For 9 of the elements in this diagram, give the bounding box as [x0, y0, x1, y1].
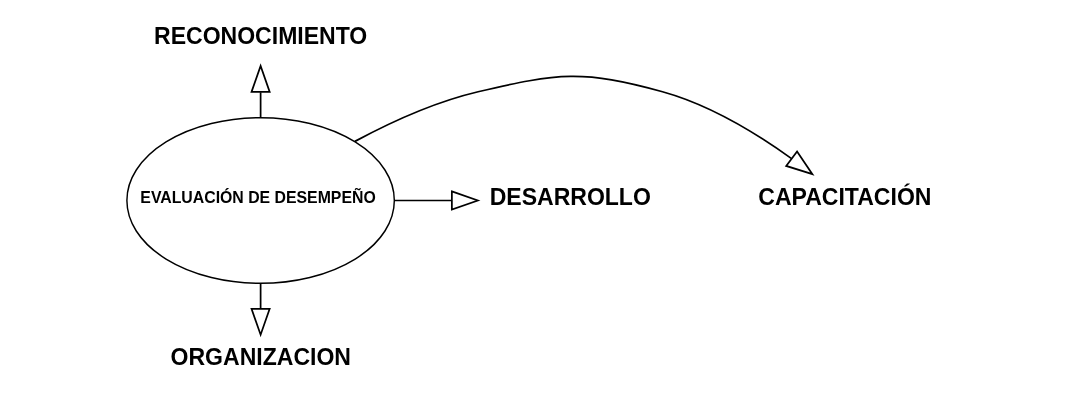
arrow	[249, 282, 271, 338]
arrow	[353, 75, 814, 176]
node-ellipse: EVALUACIÓN DE DESEMPEÑO	[125, 116, 395, 285]
arrow	[249, 63, 271, 119]
node-text: CAPACITACIÓN	[757, 183, 931, 210]
node-text: RECONOCIMIENTO	[153, 22, 367, 49]
node-text: DESARROLLO	[489, 183, 651, 210]
node-text: ORGANIZACION	[170, 344, 351, 371]
arrow	[393, 190, 480, 211]
